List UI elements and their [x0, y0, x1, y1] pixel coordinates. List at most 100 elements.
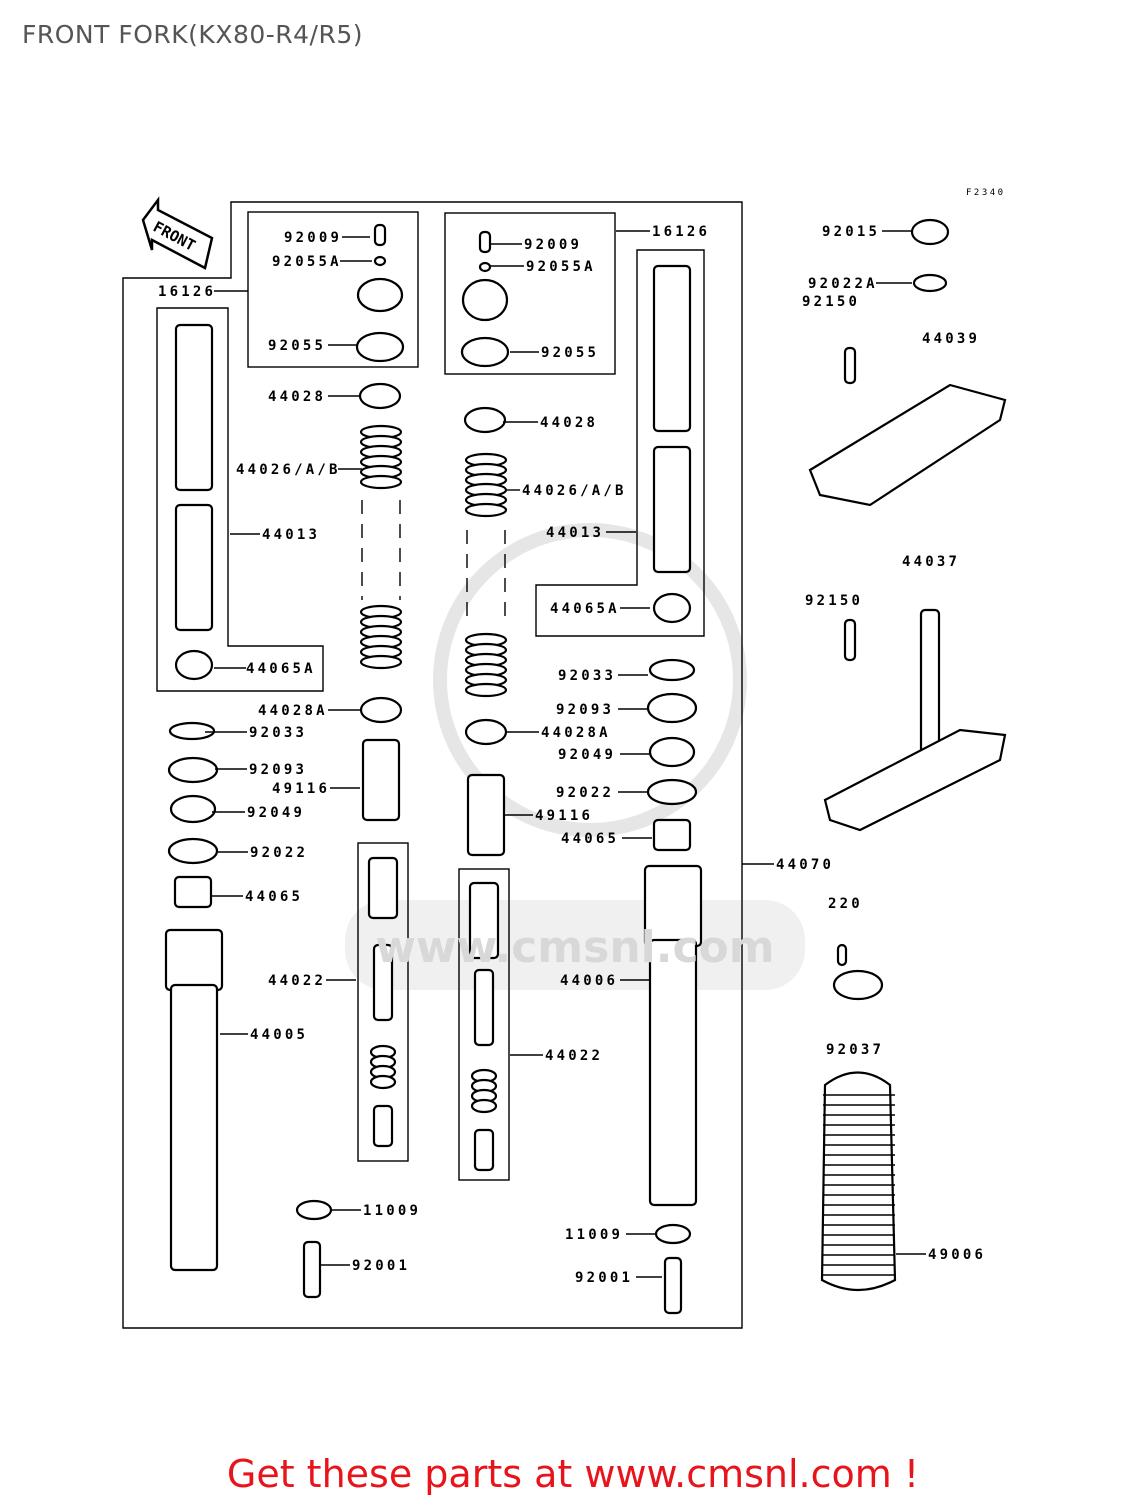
part-label-44022[interactable]: 44022: [545, 1048, 603, 1064]
bolt: [663, 1256, 683, 1315]
part-label-44065A[interactable]: 44065A: [246, 661, 316, 677]
part-label-44026-A-B[interactable]: 44026/A/B: [522, 483, 627, 499]
part-label-49006[interactable]: 49006: [928, 1247, 986, 1263]
part-label-44028[interactable]: 44028: [540, 415, 598, 431]
part-label-44065[interactable]: 44065: [561, 831, 619, 847]
part-label-92022[interactable]: 92022: [250, 845, 308, 861]
part-label-44005[interactable]: 44005: [250, 1027, 308, 1043]
bushing: [652, 818, 692, 852]
part-label-11009[interactable]: 11009: [363, 1203, 421, 1219]
outer-tube-left: [169, 983, 219, 1272]
o-ring: [355, 331, 405, 363]
fork-cap: [461, 278, 509, 322]
nut: [910, 218, 950, 246]
screw: [836, 943, 848, 967]
part-label-16126[interactable]: 16126: [158, 284, 216, 300]
watermark-circle: [433, 523, 747, 837]
upper-bracket: [808, 383, 1007, 507]
rod: [473, 968, 495, 1047]
ring: [167, 837, 219, 865]
part-label-92022A[interactable]: 92022A: [808, 276, 878, 292]
oil-seal: [646, 692, 698, 724]
damper-valve: [361, 738, 401, 822]
spring-lower: [359, 654, 403, 670]
circlip: [648, 658, 696, 682]
part-label-92055A[interactable]: 92055A: [526, 259, 596, 275]
part-label-44013[interactable]: 44013: [546, 525, 604, 541]
part-label-92033[interactable]: 92033: [558, 668, 616, 684]
part-label-92022[interactable]: 92022: [556, 785, 614, 801]
part-label-16126[interactable]: 16126: [652, 224, 710, 240]
part-label-44065[interactable]: 44065: [245, 889, 303, 905]
part-label-92037[interactable]: 92037: [826, 1042, 884, 1058]
part-label-44028A[interactable]: 44028A: [541, 725, 611, 741]
part-label-92015[interactable]: 92015: [822, 224, 880, 240]
part-label-92033[interactable]: 92033: [249, 725, 307, 741]
front-arrow-icon: FRONT: [141, 196, 214, 270]
spring-seat: [463, 406, 507, 434]
left-tube-box: [156, 307, 324, 692]
footer-link[interactable]: Get these parts at www.cmsnl.com !: [226, 1452, 920, 1496]
part-label-44037[interactable]: 44037: [902, 554, 960, 570]
inner-tube-lower: [174, 503, 214, 632]
rod-spring: [369, 1074, 397, 1090]
part-label-44022[interactable]: 44022: [268, 973, 326, 989]
part-label-92150[interactable]: 92150: [805, 593, 863, 609]
spacer: [464, 718, 508, 746]
part-label-92055[interactable]: 92055: [268, 338, 326, 354]
left-rod-box: [357, 842, 409, 1162]
part-label-92055[interactable]: 92055: [541, 345, 599, 361]
outer-tube-right: [648, 938, 698, 1207]
o-ring: [460, 336, 510, 368]
part-label-44028A[interactable]: 44028A: [258, 703, 328, 719]
diagram-code: F2340: [966, 188, 1006, 198]
part-label-11009[interactable]: 11009: [565, 1227, 623, 1243]
spring-upper: [359, 474, 403, 490]
washer: [169, 794, 217, 824]
part-label-220[interactable]: 220: [828, 896, 863, 912]
bushing: [173, 875, 213, 909]
circlip: [168, 721, 216, 741]
bolt: [478, 230, 492, 254]
part-label-49116[interactable]: 49116: [535, 808, 593, 824]
part-label-92150[interactable]: 92150: [802, 294, 860, 310]
rod: [468, 881, 500, 960]
rod-end: [372, 1104, 394, 1148]
rod-spring: [470, 1098, 498, 1114]
ring: [646, 778, 698, 806]
part-label-92009[interactable]: 92009: [284, 230, 342, 246]
part-label-92001[interactable]: 92001: [575, 1270, 633, 1286]
spring-upper: [464, 502, 508, 518]
part-label-44028[interactable]: 44028: [268, 389, 326, 405]
bushing: [174, 649, 214, 681]
rod: [372, 943, 394, 1022]
outer-tube-top: [643, 864, 703, 948]
part-label-92001[interactable]: 92001: [352, 1258, 410, 1274]
part-label-44070[interactable]: 44070: [776, 857, 834, 873]
part-label-44013[interactable]: 44013: [262, 527, 320, 543]
part-label-44039[interactable]: 44039: [922, 331, 980, 347]
part-label-92093[interactable]: 92093: [556, 702, 614, 718]
inner-tube-upper: [652, 264, 692, 433]
page-title: FRONT FORK(KX80-R4/R5): [22, 20, 364, 49]
right-rod-box: [458, 868, 510, 1181]
part-label-92049[interactable]: 92049: [558, 747, 616, 763]
part-label-44006[interactable]: 44006: [560, 973, 618, 989]
fork-cap: [356, 277, 404, 313]
bolt: [843, 346, 857, 385]
part-label-44026-A-B[interactable]: 44026/A/B: [236, 462, 341, 478]
washer: [912, 273, 948, 293]
washer: [295, 1199, 333, 1221]
left-cap-box: [247, 211, 419, 368]
part-label-92049[interactable]: 92049: [247, 805, 305, 821]
part-label-92093[interactable]: 92093: [249, 762, 307, 778]
bolt: [302, 1240, 322, 1299]
rod-end: [473, 1128, 495, 1172]
part-label-49116[interactable]: 49116: [272, 781, 330, 797]
spacer: [359, 696, 403, 724]
spring-seat: [358, 382, 402, 410]
part-label-92055A[interactable]: 92055A: [272, 254, 342, 270]
part-label-92009[interactable]: 92009: [524, 237, 582, 253]
part-label-44065A[interactable]: 44065A: [550, 601, 620, 617]
